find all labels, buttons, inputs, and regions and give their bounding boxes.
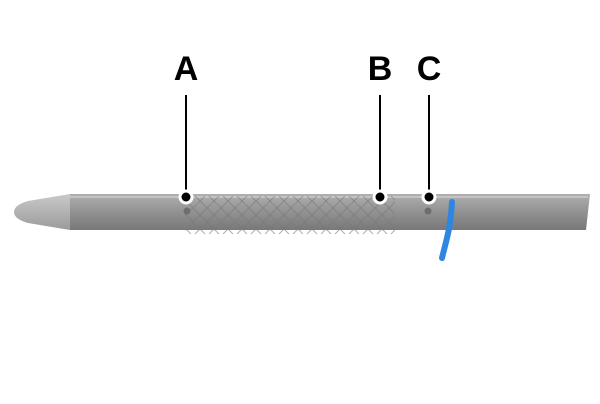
callout-dot-a	[178, 189, 194, 205]
callout-a: A	[174, 50, 199, 205]
callout-label-c: C	[417, 50, 442, 88]
callout-b: B	[368, 50, 393, 205]
pencil-tip	[14, 194, 70, 230]
callout-c: C	[417, 50, 442, 205]
ink-stroke	[439, 199, 455, 261]
marker-dot-c	[424, 207, 432, 215]
pencil-body	[70, 194, 590, 230]
callout-label-a: A	[174, 50, 199, 88]
callout-dot-c	[421, 189, 437, 205]
callout-dot-b	[372, 189, 388, 205]
callout-label-b: B	[368, 50, 393, 88]
grip-pattern	[185, 196, 395, 234]
marker-dot-a	[183, 207, 191, 215]
